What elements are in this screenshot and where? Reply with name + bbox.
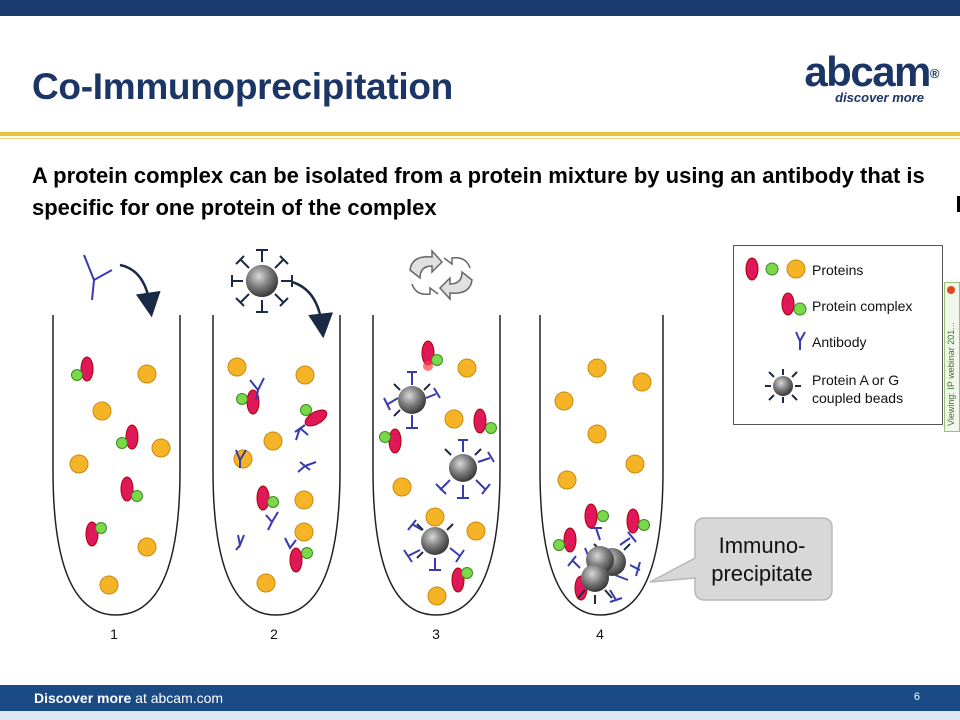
side-tab-dot-icon xyxy=(947,286,955,294)
divider-line-thin xyxy=(0,138,960,139)
legend-beads-label-1: Protein A or G xyxy=(812,372,900,388)
tube-number-1: 1 xyxy=(110,626,118,642)
tube-4 xyxy=(539,315,664,616)
tube-2-bead xyxy=(231,249,293,313)
tube-1-contents xyxy=(69,356,171,595)
tube-4-precipitate xyxy=(567,527,641,604)
footer-bar xyxy=(0,685,960,711)
logo-word: abcam xyxy=(804,48,931,95)
rotation-icon xyxy=(409,249,473,301)
footer-rest: at abcam.com xyxy=(131,690,224,706)
legend-complex-label: Protein complex xyxy=(812,298,913,314)
tube-number-2: 2 xyxy=(270,626,278,642)
tube-2 xyxy=(212,315,341,616)
tube-number-3: 3 xyxy=(432,626,440,642)
co-ip-diagram xyxy=(52,249,833,616)
divider-line xyxy=(0,132,960,136)
tube-2-arrow xyxy=(291,280,334,339)
slide-title: Co-Immunoprecipitation xyxy=(32,66,453,107)
tube-4-contents xyxy=(553,358,652,601)
tube-1 xyxy=(52,315,181,616)
abcam-logo: abcam® discover more xyxy=(804,51,940,106)
callout-line-2: precipitate xyxy=(711,561,813,586)
body-text: A protein complex can be isolated from a… xyxy=(32,163,925,220)
logo-registered: ® xyxy=(929,66,940,81)
footer-bold: Discover more xyxy=(34,690,132,706)
tube-3-contents xyxy=(379,340,497,606)
edge-mark xyxy=(957,196,960,212)
callout-text: Immuno- precipitate xyxy=(694,532,830,588)
callout-line-1: Immuno- xyxy=(718,533,806,558)
legend-box xyxy=(733,245,943,425)
immunoprecipitate-callout xyxy=(649,517,833,601)
bottom-strip xyxy=(0,711,960,720)
tube-2-antibodies xyxy=(235,377,317,551)
logo-tagline: discover more xyxy=(835,90,924,105)
side-tab-text: Viewing: IP webinar 201... xyxy=(946,322,956,426)
tube-3 xyxy=(372,315,501,616)
legend-beads-label-2: coupled beads xyxy=(812,390,904,406)
top-bar xyxy=(0,0,960,16)
legend-antibody-label: Antibody xyxy=(812,334,867,350)
legend-proteins-label: Proteins xyxy=(812,262,864,278)
tube-1-arrow xyxy=(119,263,161,318)
tube-number-4: 4 xyxy=(596,626,604,642)
cursor-highlight xyxy=(423,361,433,371)
tube-3-beads xyxy=(383,371,495,571)
page-number: 6 xyxy=(913,691,920,703)
footer-text[interactable]: Discover more at abcam.com xyxy=(34,690,223,706)
tube-1-antibody xyxy=(83,254,113,301)
